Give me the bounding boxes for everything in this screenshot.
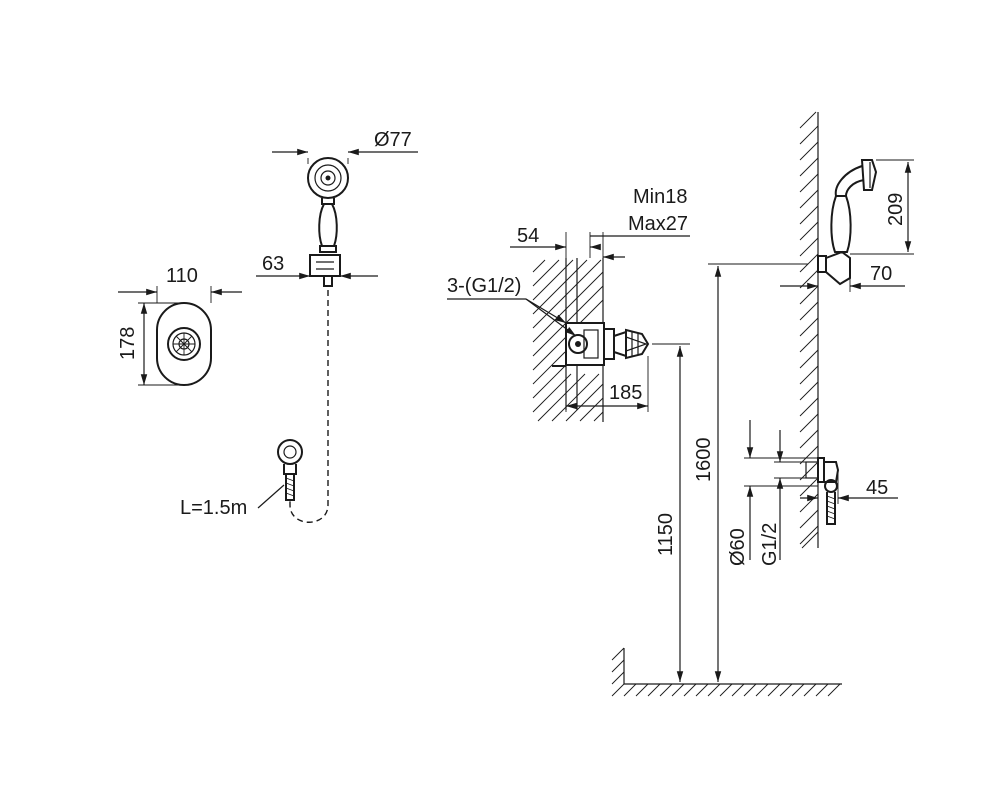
leader-inlet-2 [525, 298, 567, 324]
label-holder-projection: 70 [870, 263, 892, 285]
label-hose-length: L=1.5m [180, 497, 247, 519]
label-shower-head-height: 209 [885, 193, 907, 226]
outlet-sleeve-ribs [826, 495, 836, 520]
label-plate-height: 178 [117, 327, 139, 360]
holder-outlet [323, 276, 333, 287]
valve-escutcheon [603, 328, 615, 360]
label-body-depth: 54 [517, 225, 539, 247]
label-wall-max: Max27 [628, 213, 688, 235]
cover-plate-front-view: 110 178 [117, 265, 242, 386]
shower-head-center [325, 175, 331, 181]
shower-head-side [860, 159, 878, 191]
wall-side-view: 209 70 45 Ø60 G1/2 [727, 111, 914, 566]
hose-sleeve [285, 474, 295, 501]
wall-hatch-right [799, 111, 819, 549]
valve-handle [625, 328, 650, 360]
label-outlet-diameter: Ø60 [727, 528, 749, 566]
hose-nut-inner [283, 445, 297, 459]
leader-hose-length [257, 484, 285, 509]
label-valve-projection: 185 [609, 382, 642, 404]
shower-handle [318, 203, 338, 247]
shower-handle-side [830, 195, 852, 253]
shower-neck-side-b [845, 179, 865, 197]
knob-pattern [173, 333, 195, 355]
label-wall-min: Min18 [633, 186, 687, 208]
shower-head-outline [307, 157, 349, 199]
outlet-hose-sleeve [826, 492, 836, 525]
shower-head-face [320, 170, 336, 186]
label-inlets: 3-(G1/2) [447, 275, 521, 297]
floor-hatch [611, 647, 841, 697]
shower-neck-side-a [834, 165, 863, 197]
leader-inlet-1 [525, 298, 577, 337]
shower-head-ring [314, 164, 342, 192]
sleeve-ribs [285, 477, 295, 497]
shower-holder [309, 254, 341, 277]
holder-detail [316, 261, 334, 270]
label-holder-height: 1600 [693, 438, 715, 483]
shower-hose [289, 290, 329, 523]
valve-stem [613, 330, 627, 358]
outlet-elbow [823, 461, 840, 483]
valve-cartridge [583, 329, 599, 359]
concealed-valve-section: 54 Min18 Max27 3-(G1/2) 185 [447, 186, 690, 422]
dimension-holder-height: 1600 [693, 263, 808, 682]
hose-nut-outline [277, 439, 303, 465]
label-holder-offset: 63 [262, 253, 284, 275]
handle-collar [319, 245, 337, 253]
valve-handle-facets [625, 332, 648, 356]
dimension-valve-height: 1150 [652, 343, 690, 682]
valve-inlet-circle [568, 334, 588, 354]
valve-inlet-center [575, 341, 581, 347]
hand-shower-front-view: Ø77 63 L=1.5m [180, 129, 418, 523]
outlet-nut [824, 479, 838, 493]
label-plate-width: 110 [166, 265, 198, 287]
label-head-diameter: Ø77 [374, 129, 412, 151]
hose-ferrule [283, 464, 297, 475]
label-outlet-thread: G1/2 [759, 523, 781, 566]
label-outlet-projection: 45 [866, 477, 888, 499]
cover-knob [167, 327, 201, 361]
label-valve-height: 1150 [655, 513, 677, 556]
holder-arm [825, 250, 851, 286]
floor-section [611, 647, 842, 697]
holder-base [817, 255, 827, 273]
wall-hatch-valve [532, 259, 604, 422]
